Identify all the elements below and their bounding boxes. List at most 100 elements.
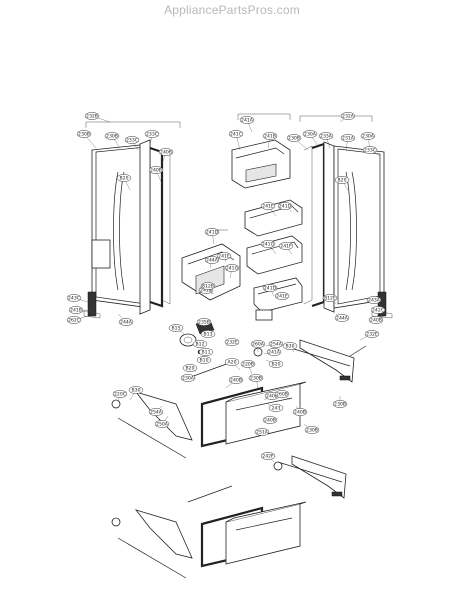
callout-bubble bbox=[154, 420, 170, 428]
callout-label: 812B bbox=[202, 284, 214, 290]
callout-bubble bbox=[260, 240, 276, 248]
callout-label: 251A bbox=[256, 430, 269, 436]
lower-right-slide-bar bbox=[277, 461, 343, 483]
callout-label: 241G bbox=[262, 242, 275, 248]
right-door-panel bbox=[333, 145, 385, 309]
callout-bubble bbox=[268, 404, 284, 412]
callout-label: 241E bbox=[218, 254, 230, 260]
callout-label: 241A bbox=[241, 118, 254, 124]
right-door-gasket bbox=[311, 142, 326, 308]
callout-bubble bbox=[204, 228, 220, 236]
part-callout: 241E bbox=[216, 252, 232, 263]
callout-bubble bbox=[340, 134, 356, 142]
callout-bubble bbox=[68, 306, 84, 314]
callout-label: B11 bbox=[202, 350, 211, 356]
part-callout: 241F bbox=[278, 242, 294, 255]
callout-bubble bbox=[196, 356, 212, 364]
part-callout: 243C bbox=[66, 294, 89, 303]
callout-label: 262C bbox=[68, 318, 80, 324]
upper-door-bin bbox=[231, 139, 291, 189]
callout-bubble bbox=[368, 316, 384, 324]
callout-label: 241F bbox=[280, 244, 292, 250]
callout-label: 241D bbox=[279, 204, 292, 210]
callout-bubble bbox=[204, 256, 220, 264]
callout-label: 244A bbox=[336, 316, 349, 322]
callout-bubble bbox=[144, 130, 160, 138]
lower-drawer-front bbox=[225, 503, 301, 565]
callout-bubble bbox=[224, 338, 240, 346]
right-hinge-bracket bbox=[371, 309, 393, 319]
callout-label: B20 bbox=[338, 178, 347, 184]
part-callout: B30 bbox=[128, 386, 144, 401]
callout-bubble bbox=[128, 386, 144, 394]
callout-bubble bbox=[168, 324, 184, 332]
callout-label: 233C bbox=[146, 132, 158, 138]
callout-bubble bbox=[366, 296, 382, 304]
callout-label: 241B bbox=[70, 308, 82, 314]
part-callout: 233C bbox=[144, 130, 160, 147]
part-callout: 243 bbox=[267, 403, 284, 412]
part-callout: 230B bbox=[332, 396, 348, 408]
callout-label: 241D bbox=[264, 286, 277, 292]
part-callout: 233C bbox=[124, 136, 140, 151]
part-callout: 241B bbox=[262, 132, 278, 149]
callout-bubble bbox=[116, 174, 132, 182]
callout-label: 232E bbox=[226, 340, 238, 346]
callout-bubble bbox=[370, 306, 386, 314]
callout-label: B10 bbox=[200, 358, 209, 364]
callout-bubble bbox=[124, 136, 140, 144]
lower-left-slide-rail bbox=[134, 509, 193, 559]
callout-label: 241G bbox=[226, 266, 239, 272]
callout-bubble bbox=[340, 112, 356, 120]
callout-label: 244A bbox=[206, 258, 219, 264]
callout-bubble bbox=[200, 282, 216, 290]
door-bin-2 bbox=[246, 235, 303, 275]
callout-bubble bbox=[148, 166, 164, 174]
part-callout: 250A bbox=[154, 415, 170, 428]
right-door-side-edge bbox=[323, 141, 335, 313]
part-callout: 233A bbox=[318, 132, 334, 149]
part-callout: 812E bbox=[322, 294, 338, 305]
part-callout: 233C bbox=[362, 146, 381, 157]
part-callout: 241G bbox=[224, 264, 240, 279]
callout-bubble bbox=[268, 340, 284, 348]
part-callout: 230B bbox=[286, 134, 309, 151]
part-callout: B20 bbox=[265, 359, 284, 368]
part-callout: 242F bbox=[260, 452, 276, 463]
part-callout: B12 bbox=[192, 340, 208, 348]
part-callout: 244A bbox=[204, 256, 220, 269]
left-door-assembly bbox=[83, 121, 181, 319]
lower-left-slide-bar bbox=[117, 537, 187, 579]
upper-left-slide-bar bbox=[117, 417, 187, 459]
callout-bubble bbox=[148, 408, 164, 416]
callout-label: 241E bbox=[276, 294, 288, 300]
part-callout: 241B bbox=[68, 306, 89, 314]
part-callout: B20 bbox=[116, 174, 132, 191]
callout-bubble bbox=[260, 202, 276, 210]
callout-label: B20 bbox=[186, 366, 195, 372]
right-door-bracket-line bbox=[299, 115, 373, 122]
callout-bubble bbox=[260, 452, 276, 460]
roller-wheel-lower bbox=[111, 517, 121, 527]
callout-label: B30 bbox=[132, 388, 141, 394]
callout-bubble bbox=[292, 408, 308, 416]
callout-label: 230B bbox=[288, 136, 300, 142]
callout-label: 243 bbox=[272, 406, 281, 412]
part-callout: B11 bbox=[198, 348, 214, 356]
callout-bubble bbox=[332, 400, 348, 408]
callout-label: 220B bbox=[242, 362, 254, 368]
pin-part bbox=[349, 345, 367, 357]
callout-bubble bbox=[277, 202, 293, 210]
callout-label: 260B bbox=[276, 392, 288, 398]
upper-bin-bracket-line bbox=[237, 113, 291, 120]
callout-bubble bbox=[228, 376, 244, 384]
upper-door-bin-group bbox=[231, 113, 291, 189]
part-callout: 230B bbox=[76, 130, 97, 149]
callout-label: 241D bbox=[206, 230, 219, 236]
callout-bubble bbox=[266, 348, 282, 356]
callout-bubble bbox=[334, 314, 350, 322]
upper-drawer-rail-strip bbox=[187, 361, 233, 379]
callout-bubble bbox=[254, 428, 270, 436]
callout-label: 241A bbox=[268, 350, 281, 356]
